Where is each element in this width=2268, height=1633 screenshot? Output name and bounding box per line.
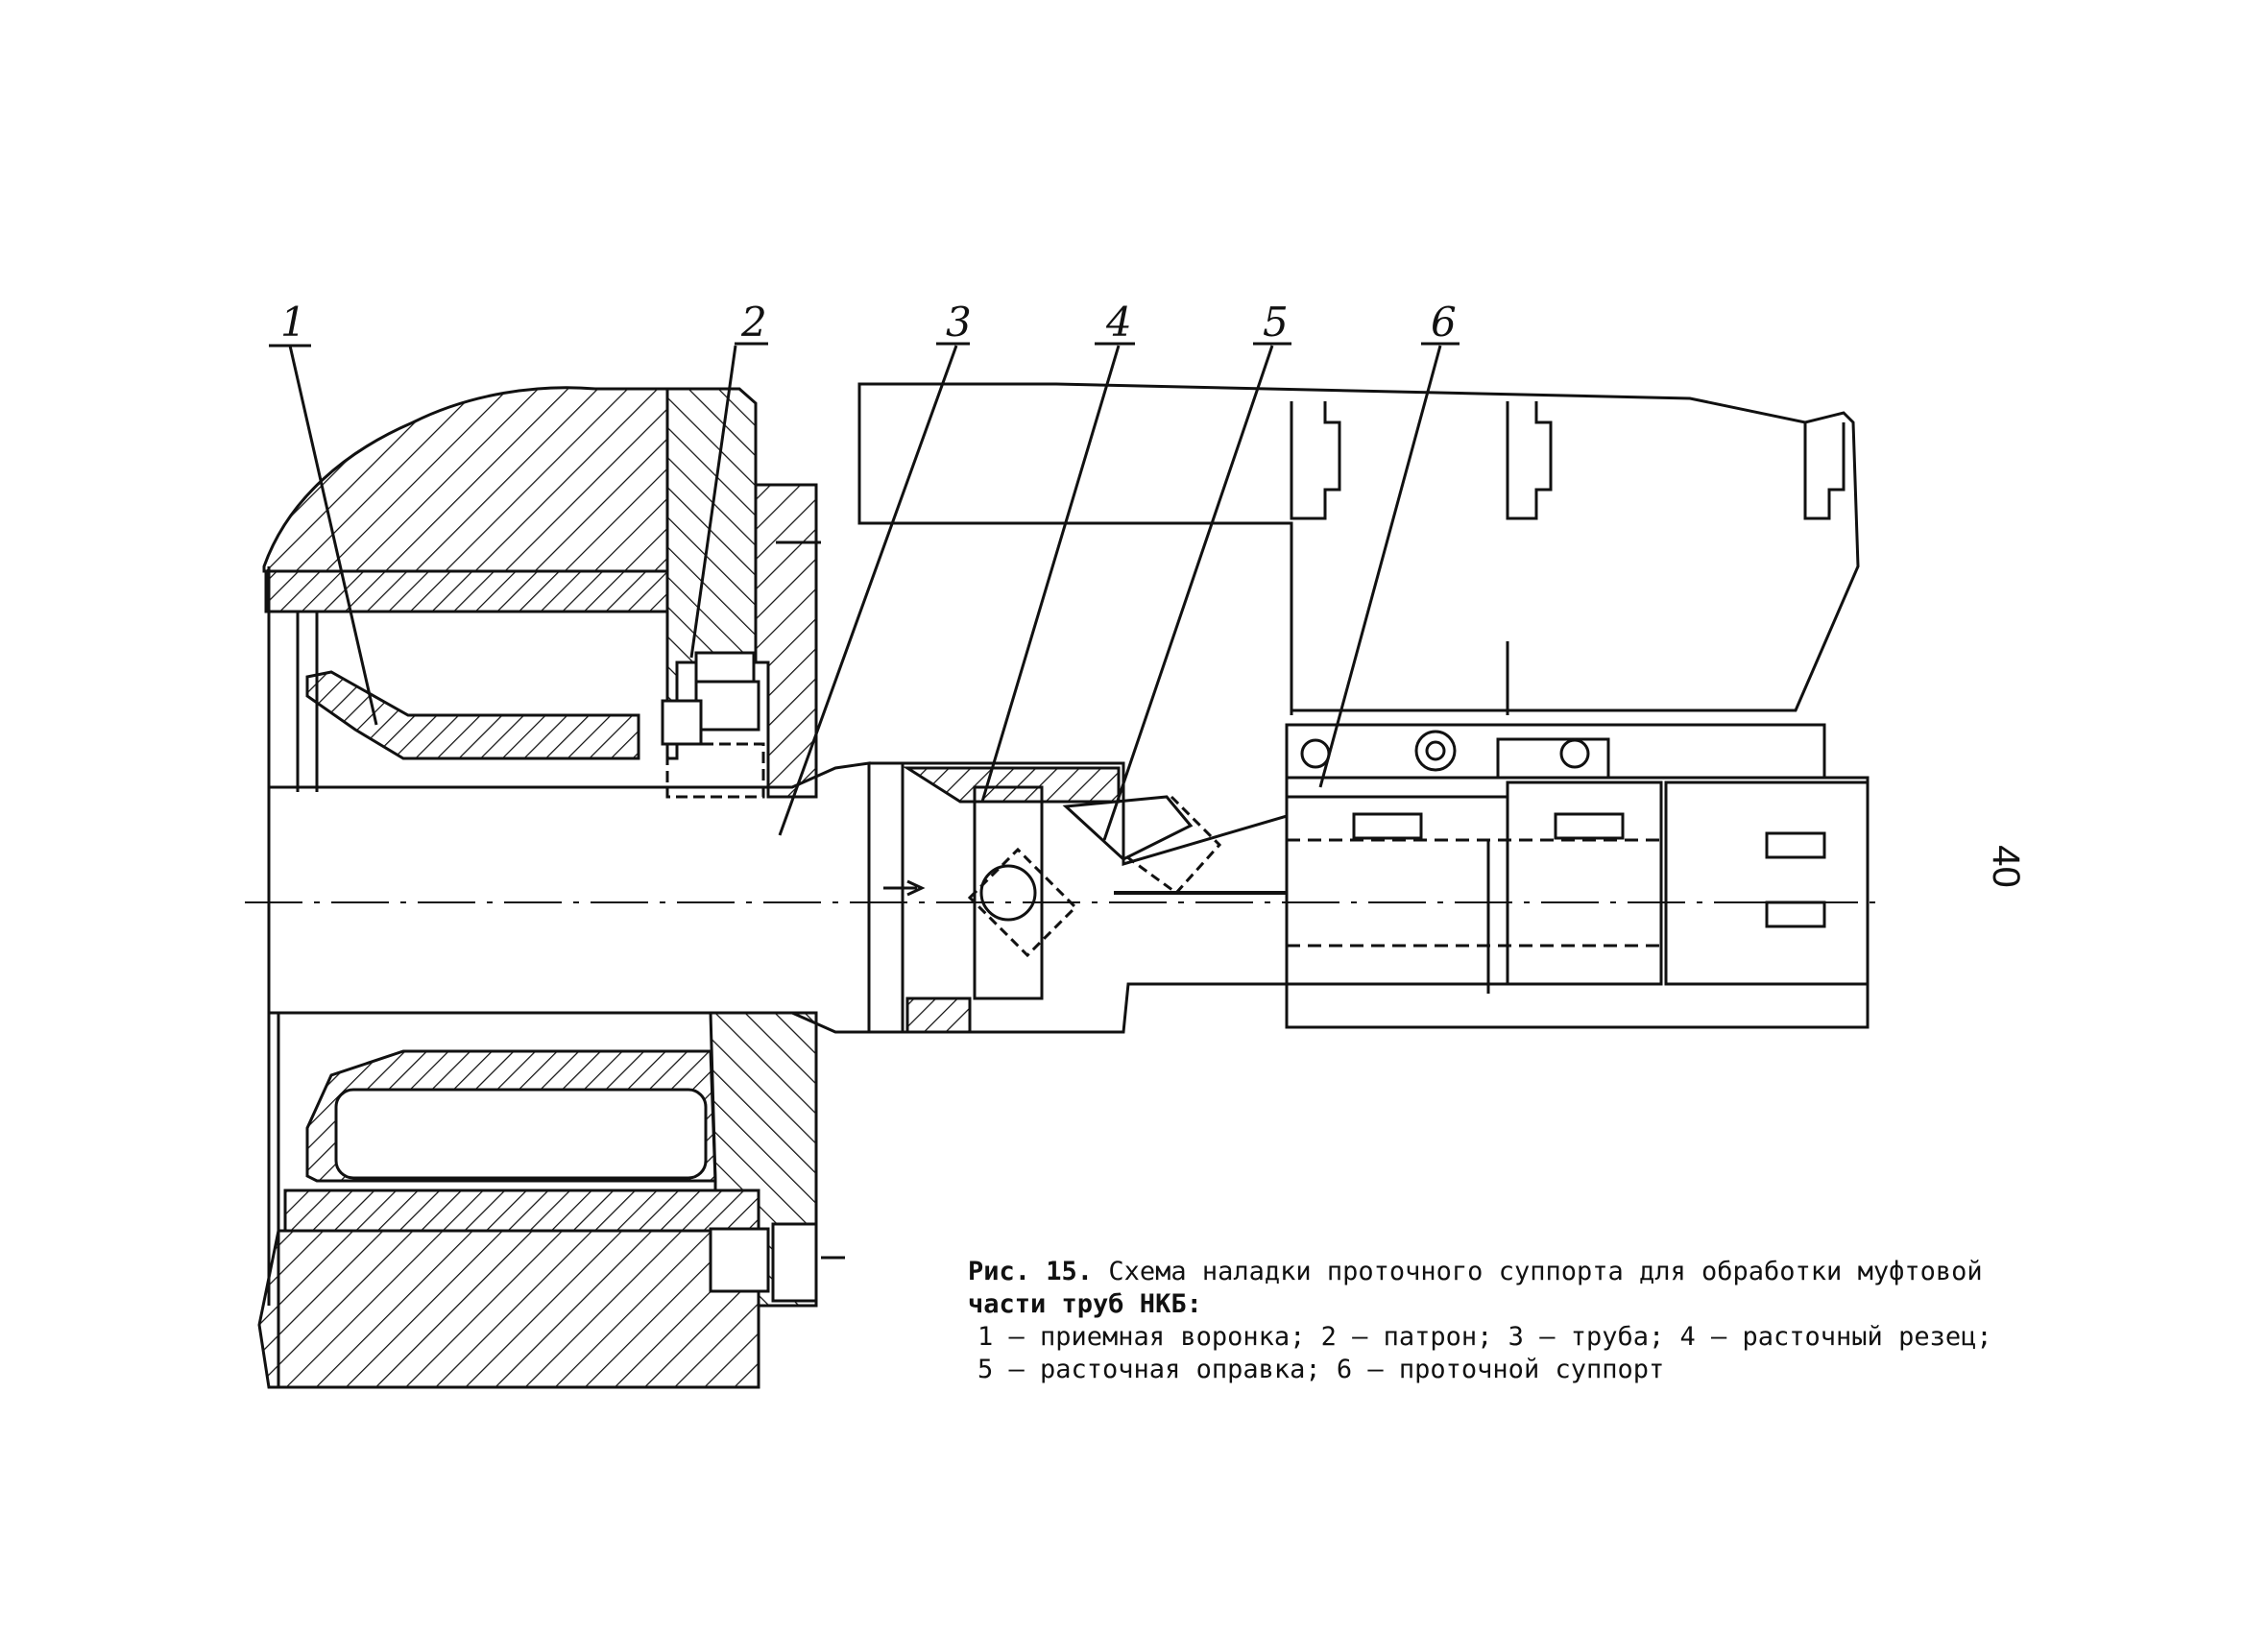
cross-slide (1285, 723, 1826, 780)
figure-caption: Рис. 15. Схема наладки проточного суппор… (968, 1256, 1992, 1386)
caption-legend-2: 5 – расточная оправка; 6 – проточной суп… (977, 1355, 1665, 1384)
caption-legend-1: 1 – приемная воронка; 2 – патрон; 3 – тр… (977, 1322, 1992, 1352)
nut-detail (1414, 730, 1457, 772)
boring-cutter-head (979, 864, 1037, 922)
tool-holder (869, 761, 1289, 1034)
caption-title: Схема наладки проточного суппорта для об… (1108, 1257, 1983, 1286)
callout-2: 2 (740, 299, 767, 346)
sleeve-bottom (283, 1189, 760, 1233)
funnel-top (305, 670, 640, 760)
callout-4: 4 (1105, 299, 1132, 346)
callout-6: 6 (1431, 299, 1457, 346)
spindle-housing-top (262, 386, 669, 573)
pipe (269, 761, 871, 1034)
caption-line-2: части труб НКБ: (968, 1289, 1202, 1319)
caption-line-1: Рис. 15. Схема наладки проточного суппор… (968, 1256, 1983, 1288)
caption-lead: Рис. 15. (968, 1257, 1094, 1286)
chuck-plate-top (754, 483, 818, 799)
spindle-housing-bottom (257, 1229, 760, 1389)
page-number: 40 (1984, 845, 2027, 888)
sleeve-top (264, 569, 669, 613)
carriage-body (857, 382, 1860, 712)
callout-3: 3 (946, 299, 972, 346)
callout-1: 1 (280, 299, 306, 346)
callout-5: 5 (1263, 299, 1289, 346)
